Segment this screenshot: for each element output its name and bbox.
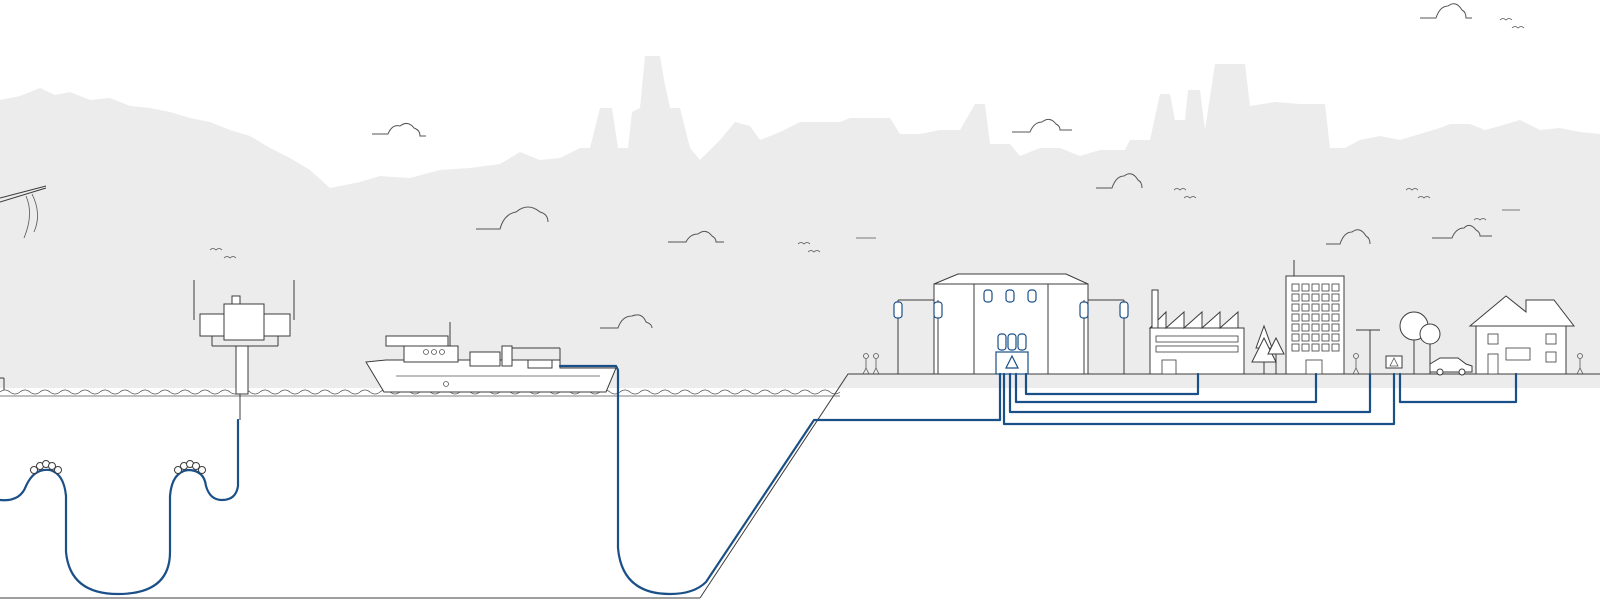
cloud-icon [372, 122, 426, 137]
car-icon [1429, 357, 1473, 376]
window [1321, 303, 1330, 312]
window [1321, 293, 1330, 302]
cloud-icon [668, 230, 724, 243]
high-voltage-sign-icon [1005, 354, 1019, 369]
cloud-icon [1326, 229, 1371, 245]
person-icon [1576, 353, 1584, 375]
street-lamp-icon [1356, 329, 1380, 374]
window [1321, 333, 1330, 342]
window [1311, 283, 1320, 292]
subsea-cable-network [0, 364, 1518, 596]
cloud-icon [600, 314, 653, 329]
window [1311, 303, 1320, 312]
cloud-icon [1420, 3, 1472, 19]
window [1331, 313, 1340, 322]
window [1331, 333, 1340, 342]
city-skyline-silhouette [0, 56, 1600, 388]
window [1291, 283, 1300, 292]
birds [209, 18, 1525, 259]
window [1321, 313, 1330, 322]
window [1311, 323, 1320, 332]
bird-icon [1499, 18, 1513, 21]
cloud-icon [1012, 118, 1072, 133]
cable-laying-ship-icon [365, 322, 617, 393]
window [1321, 343, 1330, 352]
offshore-platform-icon [193, 280, 295, 420]
window [1301, 313, 1310, 322]
bird-icon [1183, 196, 1197, 199]
window [1321, 323, 1330, 332]
insulator-icon [893, 289, 1129, 319]
cable-to-house [1398, 372, 1518, 404]
factory-icon [1148, 289, 1245, 375]
cable-from-ship-to-shore [558, 364, 1002, 596]
cable-from-wind-farm [0, 418, 240, 596]
bird-icon [1511, 26, 1525, 29]
window [1291, 303, 1300, 312]
window [1291, 313, 1300, 322]
window [1301, 303, 1310, 312]
window [1311, 333, 1320, 342]
bird-icon [1405, 188, 1419, 191]
office-building-icon [1285, 260, 1345, 375]
window [1301, 333, 1310, 342]
bird-icon [1173, 188, 1187, 191]
bird-icon [209, 248, 223, 251]
window [1311, 313, 1320, 322]
cloud-icon [476, 206, 549, 230]
bird-icon [797, 242, 811, 245]
bird-icon [1473, 218, 1487, 221]
cable-to-factory [1024, 372, 1200, 396]
trees [1251, 311, 1441, 374]
house-icon [1468, 295, 1576, 375]
cloud-icon [1432, 224, 1492, 239]
person-icon [862, 353, 870, 375]
window [1291, 333, 1300, 342]
window [1311, 293, 1320, 302]
window [1311, 343, 1320, 352]
window [1331, 303, 1340, 312]
window [1331, 283, 1340, 292]
transformer-icon [995, 333, 1029, 375]
tree-icon [1399, 311, 1441, 374]
tree-icon [1267, 336, 1285, 374]
buoyancy-modules [30, 460, 206, 474]
cloud-icon [1096, 173, 1143, 189]
cable-to-street [1008, 372, 1372, 414]
bird-icon [223, 256, 237, 259]
window [1291, 293, 1300, 302]
window [1331, 323, 1340, 332]
window [1301, 283, 1310, 292]
substation-icon [893, 273, 1129, 375]
person-icon [872, 353, 880, 375]
window [1331, 343, 1340, 352]
cable-to-sign [1002, 372, 1396, 426]
window [1301, 293, 1310, 302]
window [1301, 343, 1310, 352]
window [1301, 323, 1310, 332]
person-icon [1352, 353, 1360, 375]
clouds [372, 3, 1492, 329]
bird-icon [1417, 196, 1431, 199]
seabed-coastline [0, 373, 1600, 599]
window [1291, 323, 1300, 332]
wind-turbine-icon [0, 185, 47, 390]
window [1321, 283, 1330, 292]
window [1291, 343, 1300, 352]
window [1331, 293, 1340, 302]
high-voltage-sign-icon [1385, 355, 1403, 369]
bird-icon [807, 250, 821, 253]
cable-to-office [1014, 372, 1318, 404]
